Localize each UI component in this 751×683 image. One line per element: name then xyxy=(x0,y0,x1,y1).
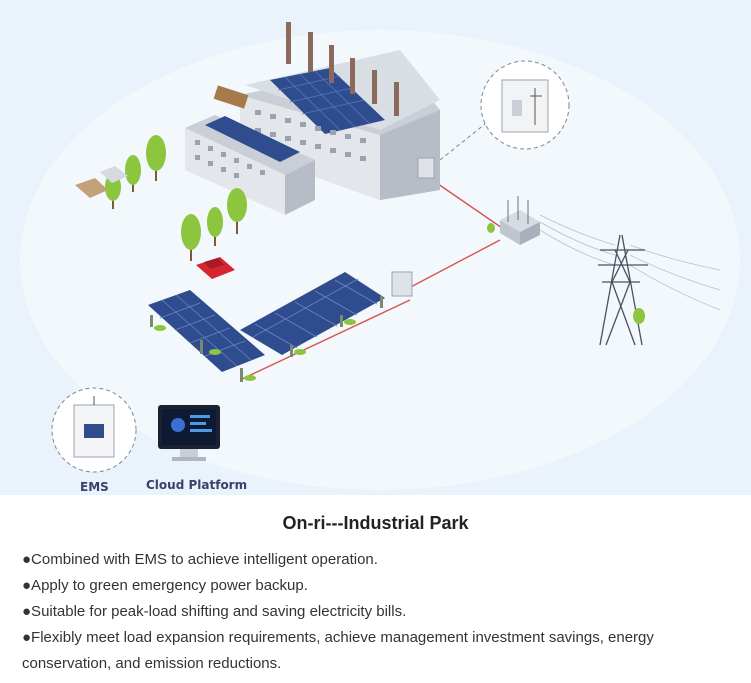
bullet-item: ●Combined with EMS to achieve intelligen… xyxy=(22,551,378,568)
carport-inverter xyxy=(391,271,413,297)
cloud-platform-monitor xyxy=(158,405,220,461)
storage-cabinet-callout xyxy=(480,60,570,150)
substation xyxy=(487,196,540,245)
bullet-item: ●Apply to green emergency power backup. xyxy=(22,577,308,594)
inverter-box xyxy=(417,157,435,179)
bullet-item: ●Suitable for peak-load shifting and sav… xyxy=(22,603,407,620)
cars xyxy=(75,166,235,279)
ems-label: EMS xyxy=(80,480,109,494)
ems-device xyxy=(51,387,137,473)
caption-title: On-ri---Industrial Park xyxy=(282,513,469,533)
transmission-tower xyxy=(598,234,648,346)
solar-carport xyxy=(148,272,385,382)
office-building xyxy=(185,85,315,215)
factory-building xyxy=(240,22,440,200)
bullet-list: ●Combined with EMS to achieve intelligen… xyxy=(22,547,722,677)
industrial-park-illustration: EMS Cloud Platform xyxy=(0,0,751,495)
cloud-platform-label: Cloud Platform xyxy=(146,478,247,492)
bullet-item: ●Flexibly meet load expansion requiremen… xyxy=(22,629,654,672)
trees xyxy=(105,135,247,261)
caption-area: On-ri---Industrial Park ●Combined with E… xyxy=(0,495,751,683)
